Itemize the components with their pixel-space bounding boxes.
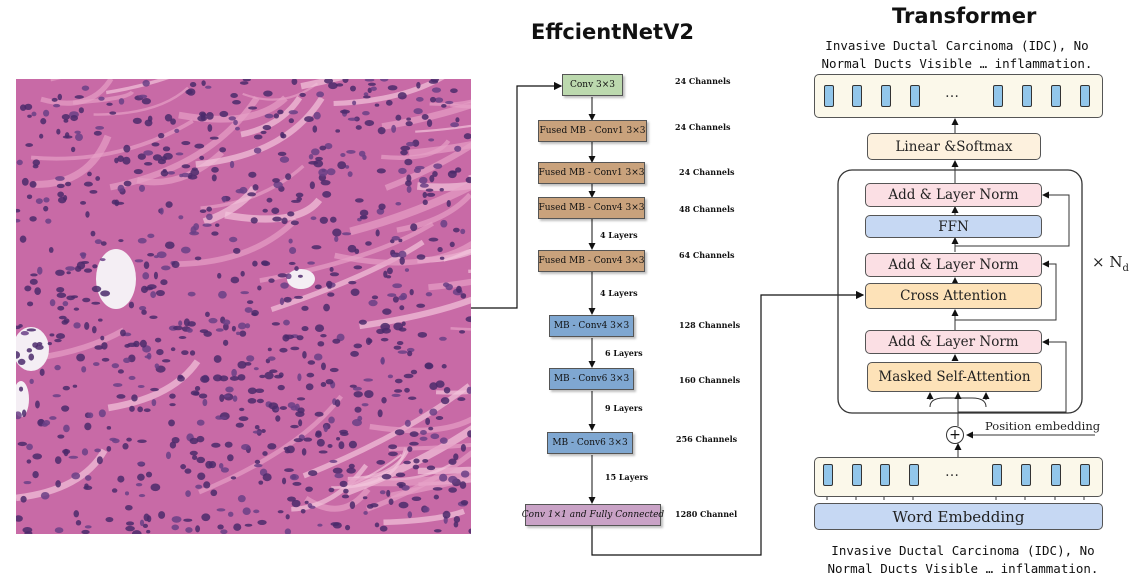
output-token bbox=[1080, 85, 1090, 107]
effnet-block-5: Fused MB - Conv4 3×3 bbox=[538, 250, 645, 272]
effnet-block-6: MB - Conv4 3×3 bbox=[549, 315, 634, 337]
output-token bbox=[824, 85, 834, 107]
residual-path-3 bbox=[955, 191, 1070, 247]
input-caption-line1: Invasive Ductal Carcinoma (IDC), No bbox=[831, 543, 1095, 558]
transformer-title: Transformer bbox=[892, 4, 1037, 28]
input-caption: Invasive Ductal Carcinoma (IDC), No Norm… bbox=[818, 542, 1108, 578]
output-token bbox=[993, 85, 1003, 107]
input-ellipsis: … bbox=[945, 464, 959, 480]
layers-label-5: 15 Layers bbox=[605, 472, 649, 482]
ffn-block: FFN bbox=[865, 215, 1042, 238]
effnet-block-8: MB - Conv6 3×3 bbox=[547, 432, 633, 454]
channel-label-7: 160 Channels bbox=[679, 375, 741, 385]
add-norm-block-1: Add & Layer Norm bbox=[865, 330, 1042, 354]
output-caption: Invasive Ductal Carcinoma (IDC), No Norm… bbox=[812, 37, 1102, 73]
output-token bbox=[1022, 85, 1032, 107]
channel-label-1: 24 Channels bbox=[675, 76, 731, 86]
add-norm-block-3: Add & Layer Norm bbox=[865, 183, 1042, 207]
histology-image bbox=[16, 79, 471, 534]
channel-label-6: 128 Channels bbox=[679, 320, 741, 330]
input-token bbox=[909, 464, 919, 486]
histology-texture bbox=[16, 79, 471, 534]
input-caption-line2: Normal Ducts Visible … inflammation. bbox=[827, 561, 1099, 576]
layers-label-4: 9 Layers bbox=[605, 403, 643, 413]
masked-self-attention-block: Masked Self-Attention bbox=[867, 362, 1042, 392]
input-token bbox=[852, 464, 862, 486]
residual-path-1 bbox=[958, 338, 1067, 413]
effnet-block-9: Conv 1×1 and Fully Connected bbox=[522, 504, 664, 526]
input-token bbox=[1080, 464, 1090, 486]
layers-label-3: 6 Layers bbox=[605, 348, 643, 358]
output-token bbox=[852, 85, 862, 107]
output-token bbox=[1051, 85, 1061, 107]
effnet-to-cross-attention-arrow bbox=[591, 290, 865, 556]
input-token bbox=[880, 464, 890, 486]
image-to-effnet-arrow bbox=[471, 81, 563, 309]
input-token-strip: … bbox=[814, 457, 1103, 497]
input-token bbox=[1021, 464, 1031, 486]
effnet-block-2: Fused MB - Conv1 3×3 bbox=[538, 120, 647, 142]
layers-label-2: 4 Layers bbox=[600, 288, 638, 298]
add-norm-block-2: Add & Layer Norm bbox=[865, 253, 1042, 277]
input-token bbox=[1051, 464, 1061, 486]
input-token bbox=[992, 464, 1002, 486]
add-position-icon: + bbox=[946, 426, 964, 444]
residual-path-2 bbox=[955, 260, 1057, 321]
output-caption-line2: Normal Ducts Visible … inflammation. bbox=[821, 56, 1093, 71]
output-caption-line1: Invasive Ductal Carcinoma (IDC), No bbox=[825, 38, 1089, 53]
effnet-block-4: Fused MB - Conv4 3×3 bbox=[538, 197, 645, 219]
channel-label-9: 1280 Channel bbox=[675, 509, 738, 519]
output-token-strip: … bbox=[814, 74, 1103, 118]
channel-label-3: 24 Channels bbox=[679, 167, 735, 177]
cross-attention-block: Cross Attention bbox=[865, 283, 1042, 309]
channel-label-2: 24 Channels bbox=[675, 122, 731, 132]
input-token bbox=[823, 464, 833, 486]
output-token bbox=[910, 85, 920, 107]
channel-label-4: 48 Channels bbox=[679, 204, 735, 214]
effnet-title: EffcientNetV2 bbox=[531, 20, 694, 44]
channel-label-8: 256 Channels bbox=[676, 434, 738, 444]
repeat-nd-label: × Nd bbox=[1092, 253, 1129, 274]
decoder-block-frame bbox=[837, 169, 1083, 414]
output-token bbox=[881, 85, 891, 107]
channel-label-5: 64 Channels bbox=[679, 250, 735, 260]
repeat-nd-sub: d bbox=[1122, 263, 1129, 274]
repeat-nd-text: × N bbox=[1092, 253, 1123, 271]
output-ellipsis: … bbox=[945, 85, 959, 101]
linear-softmax-block: Linear &Softmax bbox=[867, 133, 1041, 160]
effnet-block-7: MB - Conv6 3×3 bbox=[549, 368, 634, 390]
effnet-block-1: Conv 3×3 bbox=[562, 74, 623, 96]
position-embedding-label: Position embedding bbox=[985, 419, 1101, 433]
word-embedding-block: Word Embedding bbox=[814, 503, 1103, 530]
layers-label-1: 4 Layers bbox=[600, 230, 638, 240]
effnet-block-3: Fused MB - Conv1 3×3 bbox=[538, 162, 645, 184]
